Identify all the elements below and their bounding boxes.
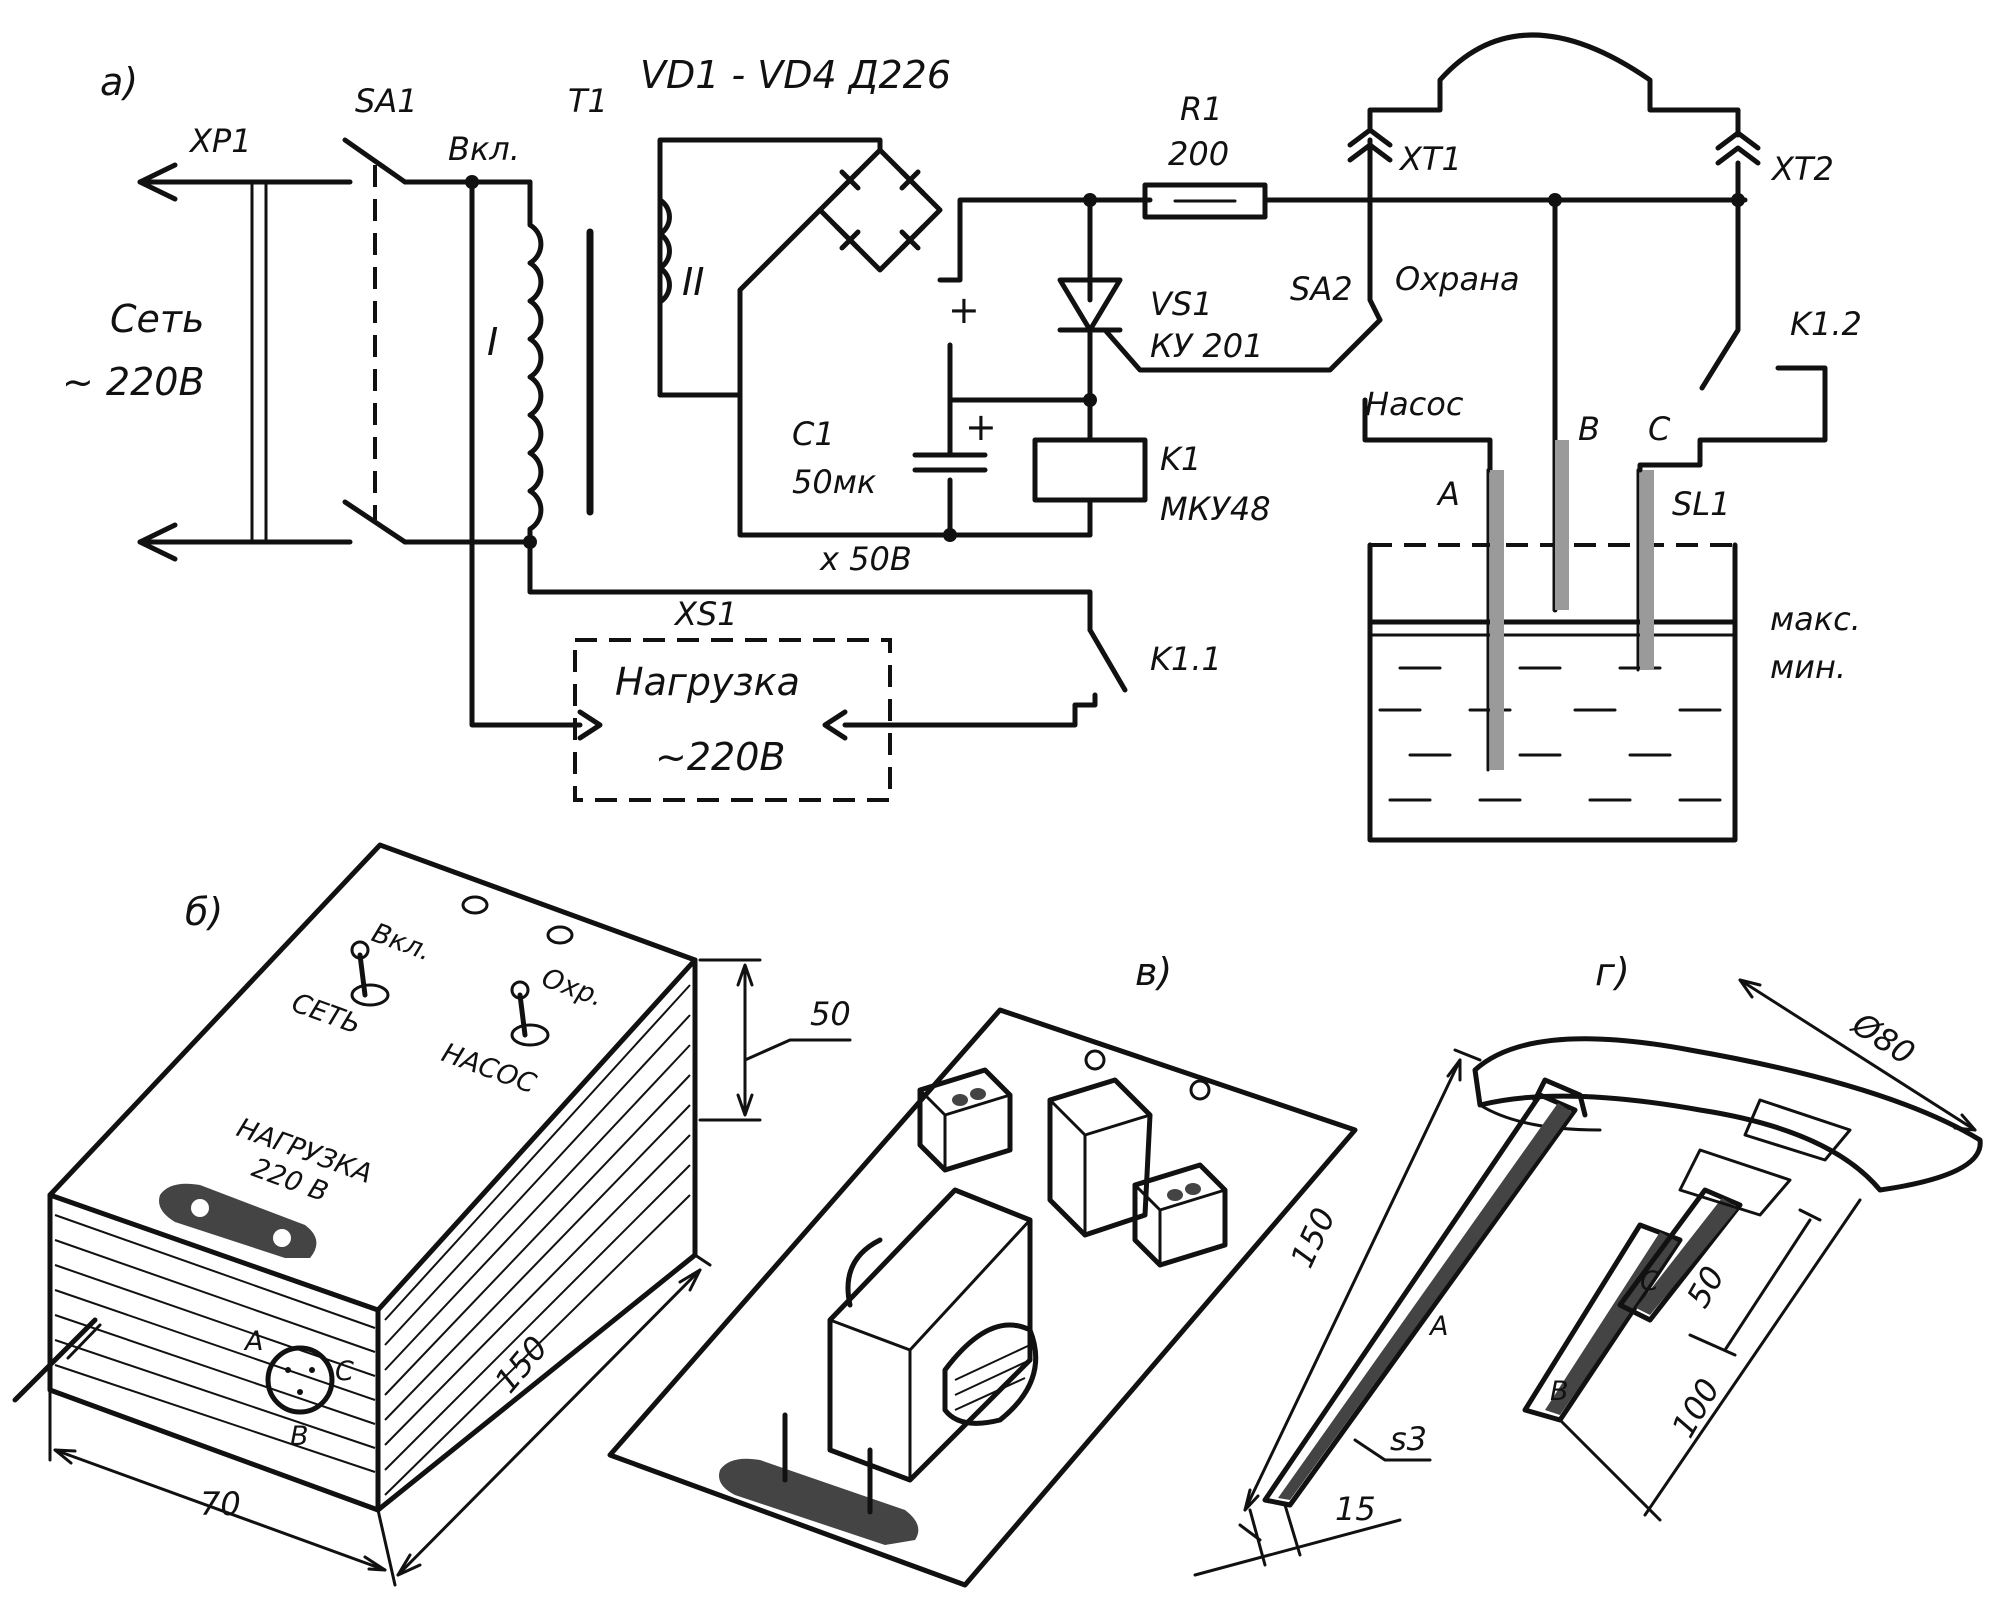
c1-plus: + xyxy=(965,405,997,449)
max-label: макс. xyxy=(1770,600,1861,638)
c1-value: 50мк xyxy=(792,463,877,501)
r1-value: 200 xyxy=(1168,135,1229,173)
panel-a-circuit: а) XP1 Сеть ~ 220В SA1 Вкл. I T1 II xyxy=(62,32,1862,843)
vs1-label: VS1 xyxy=(1150,285,1213,323)
diode-bridge xyxy=(834,169,926,251)
panel-g-label: г) xyxy=(1595,950,1630,994)
box-pin-a: A xyxy=(243,1326,263,1357)
box-guard-label: Охр. xyxy=(538,962,608,1013)
winding-2-label: II xyxy=(682,260,704,304)
box-on-label: Вкл. xyxy=(368,917,436,967)
load-label: Нагрузка xyxy=(615,660,800,704)
c1-label: C1 xyxy=(792,415,835,453)
side-shading xyxy=(54,984,691,1496)
xs1-label: XS1 xyxy=(673,595,738,633)
dim-length: 150 xyxy=(1283,1202,1343,1273)
xt2-label: XT2 xyxy=(1770,150,1834,188)
box-dim-length: 150 xyxy=(487,1329,555,1400)
panel-b-label: б) xyxy=(185,890,223,934)
k11-label: K1.1 xyxy=(1150,640,1222,678)
probe-a-small: A xyxy=(1428,1311,1448,1342)
box-pin-b: B xyxy=(290,1421,309,1452)
k12-label: K1.2 xyxy=(1790,305,1862,343)
water-lines xyxy=(1378,666,1722,802)
box-pin-c: C xyxy=(335,1356,354,1387)
dim-width: 15 xyxy=(1335,1490,1376,1528)
probe-c-small: C xyxy=(1640,1266,1659,1297)
mains-label-2: ~ 220В xyxy=(62,360,205,404)
r1-label: R1 xyxy=(1180,90,1223,128)
panel-a-label: а) xyxy=(100,60,138,104)
winding-1-label: I xyxy=(487,320,498,364)
guard-label: Охрана xyxy=(1395,260,1520,298)
box-dim-width: 70 xyxy=(200,1485,241,1523)
sa2-label: SA2 xyxy=(1290,270,1353,308)
c1-voltage: х 50В xyxy=(819,540,912,578)
bridge-plus: + xyxy=(948,288,980,332)
panel-b-enclosure: б) Вкл. СЕТЬ Охр. НАСОС НАГРУЗКА 220 В xyxy=(12,842,852,1587)
probe-c-label: C xyxy=(1648,410,1671,448)
xp1-label: XP1 xyxy=(188,122,252,160)
panel-g-probes: г) A B C Ø80 150 50 100 xyxy=(1193,950,1983,1577)
on-label: Вкл. xyxy=(448,130,520,168)
k1-label: K1 xyxy=(1160,440,1201,478)
probe-b-small: B xyxy=(1550,1376,1569,1407)
thickness: s3 xyxy=(1390,1420,1427,1458)
probe-b-label: B xyxy=(1578,410,1600,448)
xt1-label: XT1 xyxy=(1398,140,1462,178)
sa1-label: SA1 xyxy=(355,82,418,120)
vd-title: VD1 - VD4 Д226 xyxy=(640,53,951,97)
box-dim-height: 50 xyxy=(810,995,851,1033)
panel-v-board: в) xyxy=(607,950,1358,1588)
sl1-label: SL1 xyxy=(1672,485,1731,523)
t1-label: T1 xyxy=(568,82,608,120)
k1-type: МКУ48 xyxy=(1160,490,1271,528)
mains-label-1: Сеть xyxy=(110,297,204,341)
panel-v-label: в) xyxy=(1135,950,1172,994)
vs1-type: КУ 201 xyxy=(1150,327,1263,365)
pump-label: Насос xyxy=(1365,385,1464,423)
probe-a-label: A xyxy=(1436,475,1460,513)
dim-diameter: Ø80 xyxy=(1844,1004,1922,1073)
load-voltage: ~220В xyxy=(655,735,785,779)
min-label: мин. xyxy=(1770,648,1846,686)
box-pump-label: НАСОС xyxy=(438,1037,541,1100)
